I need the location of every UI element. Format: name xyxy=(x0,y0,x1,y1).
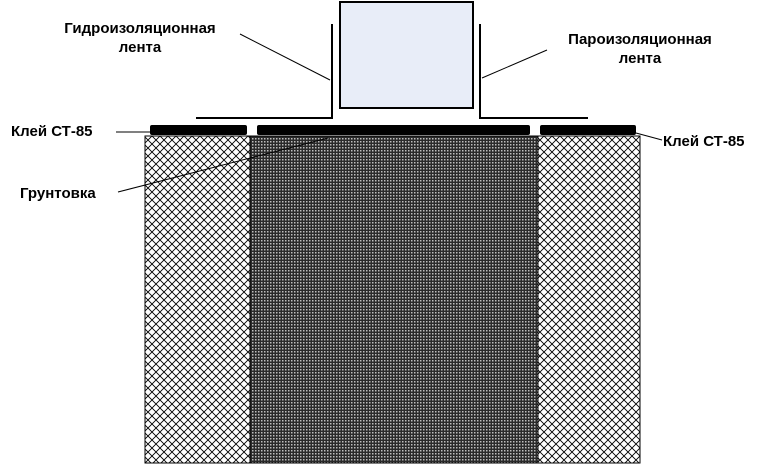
leader-vapor-tape xyxy=(481,49,548,79)
label-glue-left: Клей СТ-85 xyxy=(11,123,93,140)
tape-bracket xyxy=(196,24,588,119)
label-vapor-tape: Пароизоляционная лента xyxy=(544,30,736,68)
glue-strip-center xyxy=(257,125,530,135)
label-waterproof-tape-line1: Гидроизоляционная xyxy=(64,20,216,37)
leader-waterproof-tape xyxy=(239,33,331,81)
glue-strip-left xyxy=(150,125,247,135)
label-waterproof-tape: Гидроизоляционная лента xyxy=(40,19,240,57)
window-frame xyxy=(339,1,474,109)
label-waterproof-tape-line2: лента xyxy=(118,39,162,56)
label-primer: Грунтовка xyxy=(20,185,96,202)
wall-block xyxy=(249,135,539,464)
left-insulation-block xyxy=(144,135,251,464)
right-insulation-block xyxy=(537,135,641,464)
glue-strip-right xyxy=(540,125,636,135)
label-vapor-tape-line1: Пароизоляционная xyxy=(568,31,712,48)
label-glue-right: Клей СТ-85 xyxy=(663,133,745,150)
leader-primer xyxy=(117,137,329,193)
label-vapor-tape-line2: лента xyxy=(618,50,662,67)
leader-glue-right xyxy=(635,132,663,141)
